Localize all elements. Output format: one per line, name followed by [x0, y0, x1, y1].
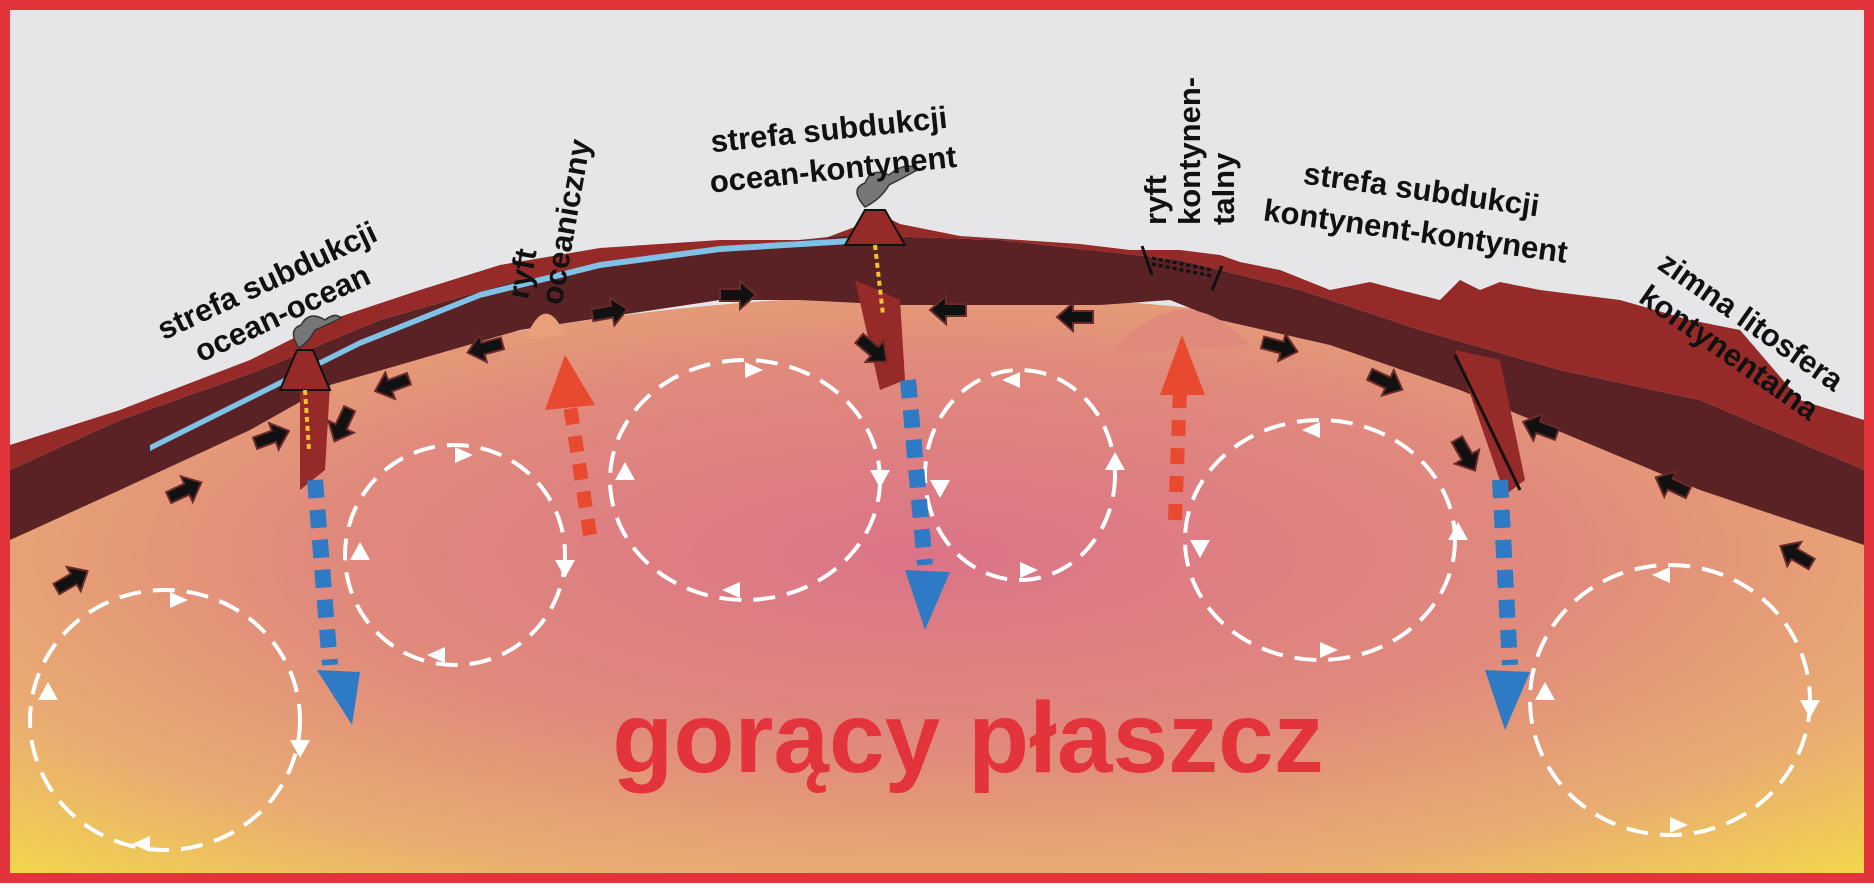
- svg-text:kontynen-: kontynen-: [1172, 77, 1207, 225]
- label-hot-mantle: gorący płaszcz: [612, 682, 1323, 794]
- svg-text:ryft: ryft: [1138, 175, 1173, 225]
- svg-text:talny: talny: [1206, 152, 1241, 225]
